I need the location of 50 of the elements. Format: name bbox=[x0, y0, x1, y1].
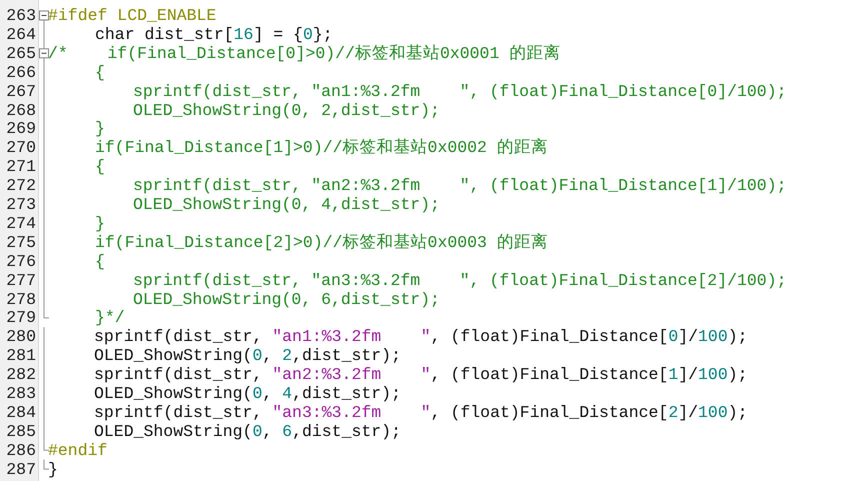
line-number: 267 bbox=[5, 82, 36, 101]
line-number: 273 bbox=[5, 195, 36, 214]
code-comment: { bbox=[95, 157, 105, 176]
line-number: 285 bbox=[5, 422, 36, 441]
code-comment: } bbox=[95, 214, 105, 233]
line-number: 278 bbox=[5, 290, 36, 308]
line-number: 265 bbox=[5, 44, 36, 63]
preprocessor-directive: #ifdef LCD_ENABLE bbox=[48, 6, 216, 25]
code-comment: }*/ bbox=[95, 308, 125, 328]
code-line: sprintf(dist_str, "an2:%3.2fm ", (float)Final_Distance[1]/100); bbox=[94, 365, 748, 384]
code-comment: sprintf(dist_str, "an3:%3.2fm ", (float)Final_Distance[2]/100); bbox=[133, 270, 787, 290]
line-number: 266 bbox=[5, 62, 36, 82]
code-comment: /* if(Final_Distance[0]>0)//标签和基站0x0001 的距离 bbox=[48, 44, 560, 63]
line-number: 272 bbox=[5, 176, 36, 196]
code-comment: OLED_ShowString(0, 2,dist_str); bbox=[133, 100, 440, 120]
code-comment: OLED_ShowString(0, 4,dist_str); bbox=[133, 195, 440, 214]
code-line: char dist_str[16] = {0}; bbox=[95, 24, 333, 44]
line-number: 275 bbox=[5, 232, 36, 252]
line-number: 274 bbox=[5, 214, 36, 233]
line-number: 282 bbox=[5, 365, 36, 384]
code-comment: { bbox=[95, 252, 105, 271]
code-line: } bbox=[48, 460, 58, 479]
preprocessor-directive: #endif bbox=[48, 440, 108, 460]
line-number: 280 bbox=[5, 327, 36, 346]
line-number: 286 bbox=[5, 440, 36, 460]
line-number: 263 bbox=[5, 6, 36, 25]
code-comment: { bbox=[95, 62, 105, 82]
line-number: 281 bbox=[5, 346, 36, 366]
line-number: 271 bbox=[5, 157, 36, 176]
line-number: 287 bbox=[5, 460, 36, 479]
code-line: sprintf(dist_str, "an3:%3.2fm ", (float)Final_Distance[2]/100); bbox=[94, 402, 748, 422]
code-comment: sprintf(dist_str, "an2:%3.2fm ", (float)Final_Distance[1]/100); bbox=[133, 176, 787, 196]
line-number: 279 bbox=[5, 308, 36, 328]
line-number: 276 bbox=[5, 252, 36, 271]
code-line: OLED_ShowString(0, 4,dist_str); bbox=[94, 384, 401, 403]
line-number: 268 bbox=[5, 100, 36, 120]
code-line: sprintf(dist_str, "an1:%3.2fm ", (float)Final_Distance[0]/100); bbox=[94, 327, 748, 346]
line-number: 277 bbox=[5, 270, 36, 290]
line-number: 269 bbox=[5, 119, 36, 138]
line-number: 284 bbox=[5, 402, 36, 422]
line-number: 283 bbox=[5, 384, 36, 403]
code-comment: if(Final_Distance[2]>0)//标签和基站0x0003 的距离 bbox=[95, 232, 548, 252]
line-number: 264 bbox=[5, 24, 36, 44]
code-comment: OLED_ShowString(0, 6,dist_str); bbox=[133, 290, 440, 308]
code-comment: sprintf(dist_str, "an1:%3.2fm ", (float)Final_Distance[0]/100); bbox=[133, 82, 787, 101]
code-line: OLED_ShowString(0, 6,dist_str); bbox=[94, 422, 401, 441]
code-line: OLED_ShowString(0, 2,dist_str); bbox=[94, 346, 401, 366]
code-comment: if(Final_Distance[1]>0)//标签和基站0x0002 的距离 bbox=[95, 138, 548, 158]
code-comment: } bbox=[95, 119, 105, 138]
line-number: 270 bbox=[5, 138, 36, 158]
